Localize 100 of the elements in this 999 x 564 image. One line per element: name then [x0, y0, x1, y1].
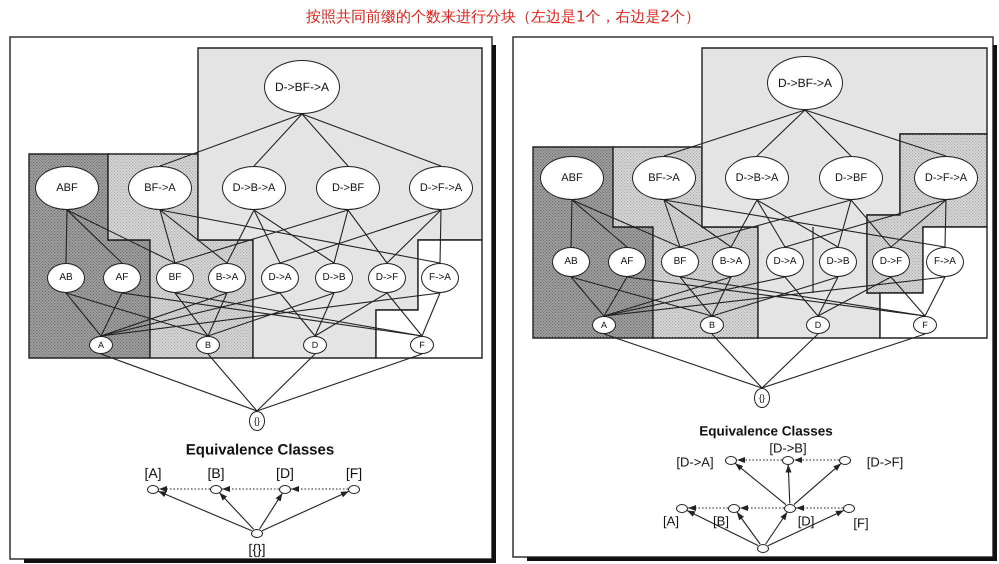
dotted-arrow — [794, 457, 839, 463]
lattice-line — [570, 200, 573, 248]
lattice-line — [818, 276, 838, 316]
lattice-line — [160, 113, 302, 167]
lattice-line — [333, 210, 349, 264]
lattice-line — [664, 199, 946, 248]
title: 按照共同前缀的个数来进行分块（左边是1个，右边是2个） — [306, 10, 700, 24]
lattice-line — [439, 210, 442, 264]
lattice-line — [208, 292, 228, 336]
class-label: [D->B] — [769, 442, 807, 454]
lattice-line — [784, 276, 818, 316]
lattice-line — [100, 292, 228, 337]
lattice-line — [65, 210, 68, 264]
lattice-line — [386, 292, 422, 336]
lattice-line — [100, 353, 258, 412]
lattice-line — [604, 276, 786, 317]
lattice-line — [302, 113, 442, 167]
dotted-arrow — [222, 486, 279, 492]
class-label: [D] — [276, 466, 294, 480]
lattice-line — [570, 276, 712, 317]
lattice-line — [664, 109, 806, 157]
lattice-line — [924, 276, 946, 316]
lattice-line — [804, 110, 852, 156]
dotted-arrow — [291, 486, 348, 492]
lattice-line — [730, 200, 758, 248]
lattice-line — [572, 200, 628, 248]
lattice-line — [570, 276, 604, 316]
arrow — [794, 462, 842, 506]
class-label: [D->F] — [866, 456, 904, 468]
arrow — [686, 510, 758, 546]
dotted-arrow — [688, 505, 728, 511]
lattice-line — [756, 200, 838, 248]
lattice-line — [818, 276, 892, 316]
lattice-line — [174, 209, 348, 264]
lattice-line — [712, 276, 732, 316]
lattice-line — [314, 292, 334, 336]
arrow — [259, 492, 283, 530]
lattice-line — [100, 292, 280, 337]
dotted-arrow — [796, 505, 843, 511]
lattice-line — [756, 200, 786, 248]
arrow — [786, 464, 792, 504]
dotted-arrow — [740, 505, 784, 511]
lattice-line — [386, 210, 442, 264]
lattice-line — [944, 200, 947, 248]
lattice-line — [314, 292, 388, 336]
arrow — [219, 492, 254, 530]
lattice-line — [680, 199, 852, 248]
lattice-line — [100, 292, 122, 336]
lattice-line — [208, 354, 258, 412]
lattice-line — [160, 209, 440, 264]
lattice-line — [604, 276, 732, 317]
arrow — [765, 512, 788, 544]
lattice-line — [160, 210, 228, 264]
lattice-line — [762, 334, 818, 388]
lattice-line — [302, 114, 348, 166]
lattice-line — [348, 210, 388, 264]
lattice-line — [254, 210, 334, 264]
lattice-line — [174, 292, 208, 336]
lattice-line — [254, 210, 280, 264]
lattice-line — [850, 200, 892, 248]
lattice-line — [66, 292, 208, 337]
class-label: [A] — [663, 514, 679, 528]
lattice-line — [280, 292, 316, 336]
section-heading: Equivalence Classes — [186, 442, 334, 458]
lattice-line — [784, 199, 946, 248]
lattice-line — [208, 292, 334, 337]
lattice-line — [256, 353, 422, 412]
lattice-line — [604, 333, 762, 389]
lattice-line — [664, 200, 732, 248]
dotted-arrow — [737, 457, 782, 463]
lattice-line — [680, 276, 712, 316]
class-label: [F] — [346, 466, 362, 480]
lattice-line — [66, 210, 122, 264]
lattice-line — [756, 110, 806, 156]
lattice-line — [762, 333, 926, 389]
lattice-line — [663, 200, 681, 248]
lattice-line — [890, 276, 926, 316]
lattice-line — [66, 292, 102, 336]
lattice-line — [712, 334, 762, 388]
lattice-line — [254, 114, 302, 166]
class-label: [B] — [207, 466, 225, 480]
class-label: [{}] — [248, 542, 266, 556]
section-heading: Equivalence Classes — [699, 424, 833, 438]
lattice-line — [712, 276, 838, 317]
lattice-line — [604, 276, 628, 316]
dotted-arrow — [159, 486, 210, 492]
arrow — [736, 512, 761, 544]
lattice-line — [280, 209, 442, 264]
class-label: [B] — [713, 514, 729, 528]
class-label: [F] — [853, 516, 869, 530]
lattice-line — [256, 354, 316, 412]
lattice-line — [159, 210, 176, 264]
arrow — [768, 510, 844, 546]
lattice-line — [226, 210, 254, 264]
arrow — [262, 490, 350, 532]
lattice-line — [572, 200, 680, 248]
class-label: [D->A] — [676, 456, 714, 468]
lattice-line — [837, 200, 852, 248]
lattice-line — [174, 292, 422, 337]
lattice-line — [66, 210, 176, 264]
